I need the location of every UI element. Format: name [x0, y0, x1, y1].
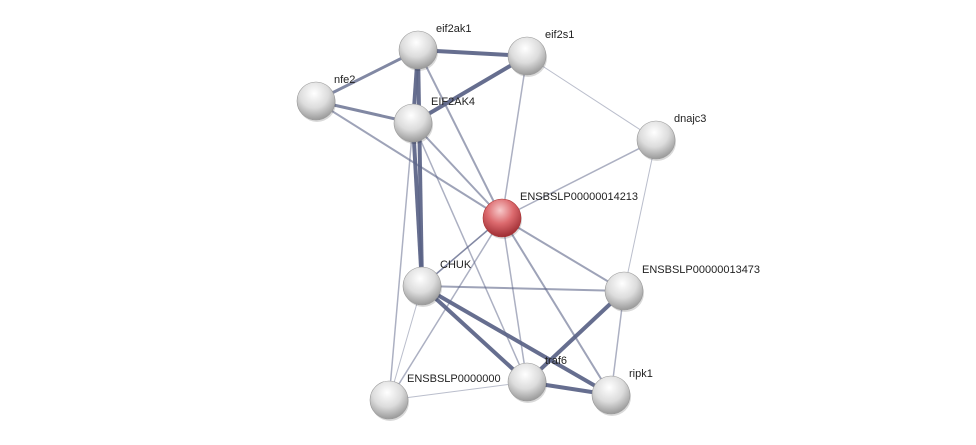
node-p13473[interactable]: ENSBSLP00000013473	[604, 264, 760, 312]
node-traf6[interactable]: traf6	[507, 355, 567, 403]
node-label: ripk1	[629, 368, 653, 380]
node-label: EIF2AK4	[431, 96, 475, 108]
node-circle[interactable]	[604, 271, 644, 311]
edge-CHUK-p13473	[421, 285, 625, 292]
edge-eif2ak1-center	[417, 49, 503, 219]
node-ripk1[interactable]: ripk1	[591, 368, 653, 416]
node-center[interactable]: ENSBSLP00000014213	[482, 191, 638, 239]
edge-dnajc3-p13473	[623, 139, 657, 292]
edge-EIF2AK4-eif2s1	[411, 54, 529, 125]
node-label: ENSBSLP0000000	[407, 373, 501, 385]
node-label: dnajc3	[674, 113, 706, 125]
edge-EIF2AK4-CHUK	[411, 122, 424, 287]
node-label: CHUK	[440, 259, 472, 271]
node-circle[interactable]	[369, 380, 409, 420]
edge-EIF2AK4-center	[412, 122, 503, 219]
edge-eif2s1-dnajc3	[526, 55, 657, 141]
node-EIF2AK4[interactable]: EIF2AK4	[393, 96, 475, 144]
edge-eif2s1-center	[501, 55, 528, 219]
edge-traf6-p000	[388, 381, 528, 401]
edge-center-traf6	[501, 217, 528, 383]
node-eif2s1[interactable]: eif2s1	[507, 29, 574, 77]
edge-nfe2-center	[315, 100, 503, 219]
node-CHUK[interactable]: CHUK	[402, 259, 472, 307]
node-circle[interactable]	[507, 36, 547, 76]
edge-dnajc3-center	[501, 139, 657, 219]
node-label: traf6	[545, 355, 567, 367]
node-label: eif2s1	[545, 29, 574, 41]
node-label: ENSBSLP00000014213	[520, 191, 638, 203]
node-p000[interactable]: ENSBSLP0000000	[369, 373, 501, 421]
edge-p13473-traf6	[525, 289, 626, 384]
node-label: ENSBSLP00000013473	[642, 264, 760, 276]
edge-p000-EIF2AK4	[388, 122, 414, 401]
node-circle[interactable]	[296, 81, 336, 121]
edge-center-p13473	[501, 217, 625, 292]
node-circle[interactable]	[482, 198, 522, 238]
node-nfe2[interactable]: nfe2	[296, 74, 355, 122]
node-circle[interactable]	[393, 103, 433, 143]
node-circle[interactable]	[636, 120, 676, 160]
node-circle[interactable]	[398, 30, 438, 70]
node-label: eif2ak1	[436, 23, 471, 35]
node-dnajc3[interactable]: dnajc3	[636, 113, 706, 161]
edge-CHUK-p000	[388, 285, 423, 401]
node-circle[interactable]	[591, 375, 631, 415]
edge-CHUK-traf6	[420, 284, 529, 384]
node-label: nfe2	[334, 74, 355, 86]
node-eif2ak1[interactable]: eif2ak1	[398, 23, 471, 71]
edge-EIF2AK4-traf6	[412, 122, 528, 383]
node-circle[interactable]	[507, 362, 547, 402]
edge-CHUK-ripk1	[421, 284, 612, 397]
edge-center-ripk1	[501, 217, 612, 396]
node-circle[interactable]	[402, 266, 442, 306]
